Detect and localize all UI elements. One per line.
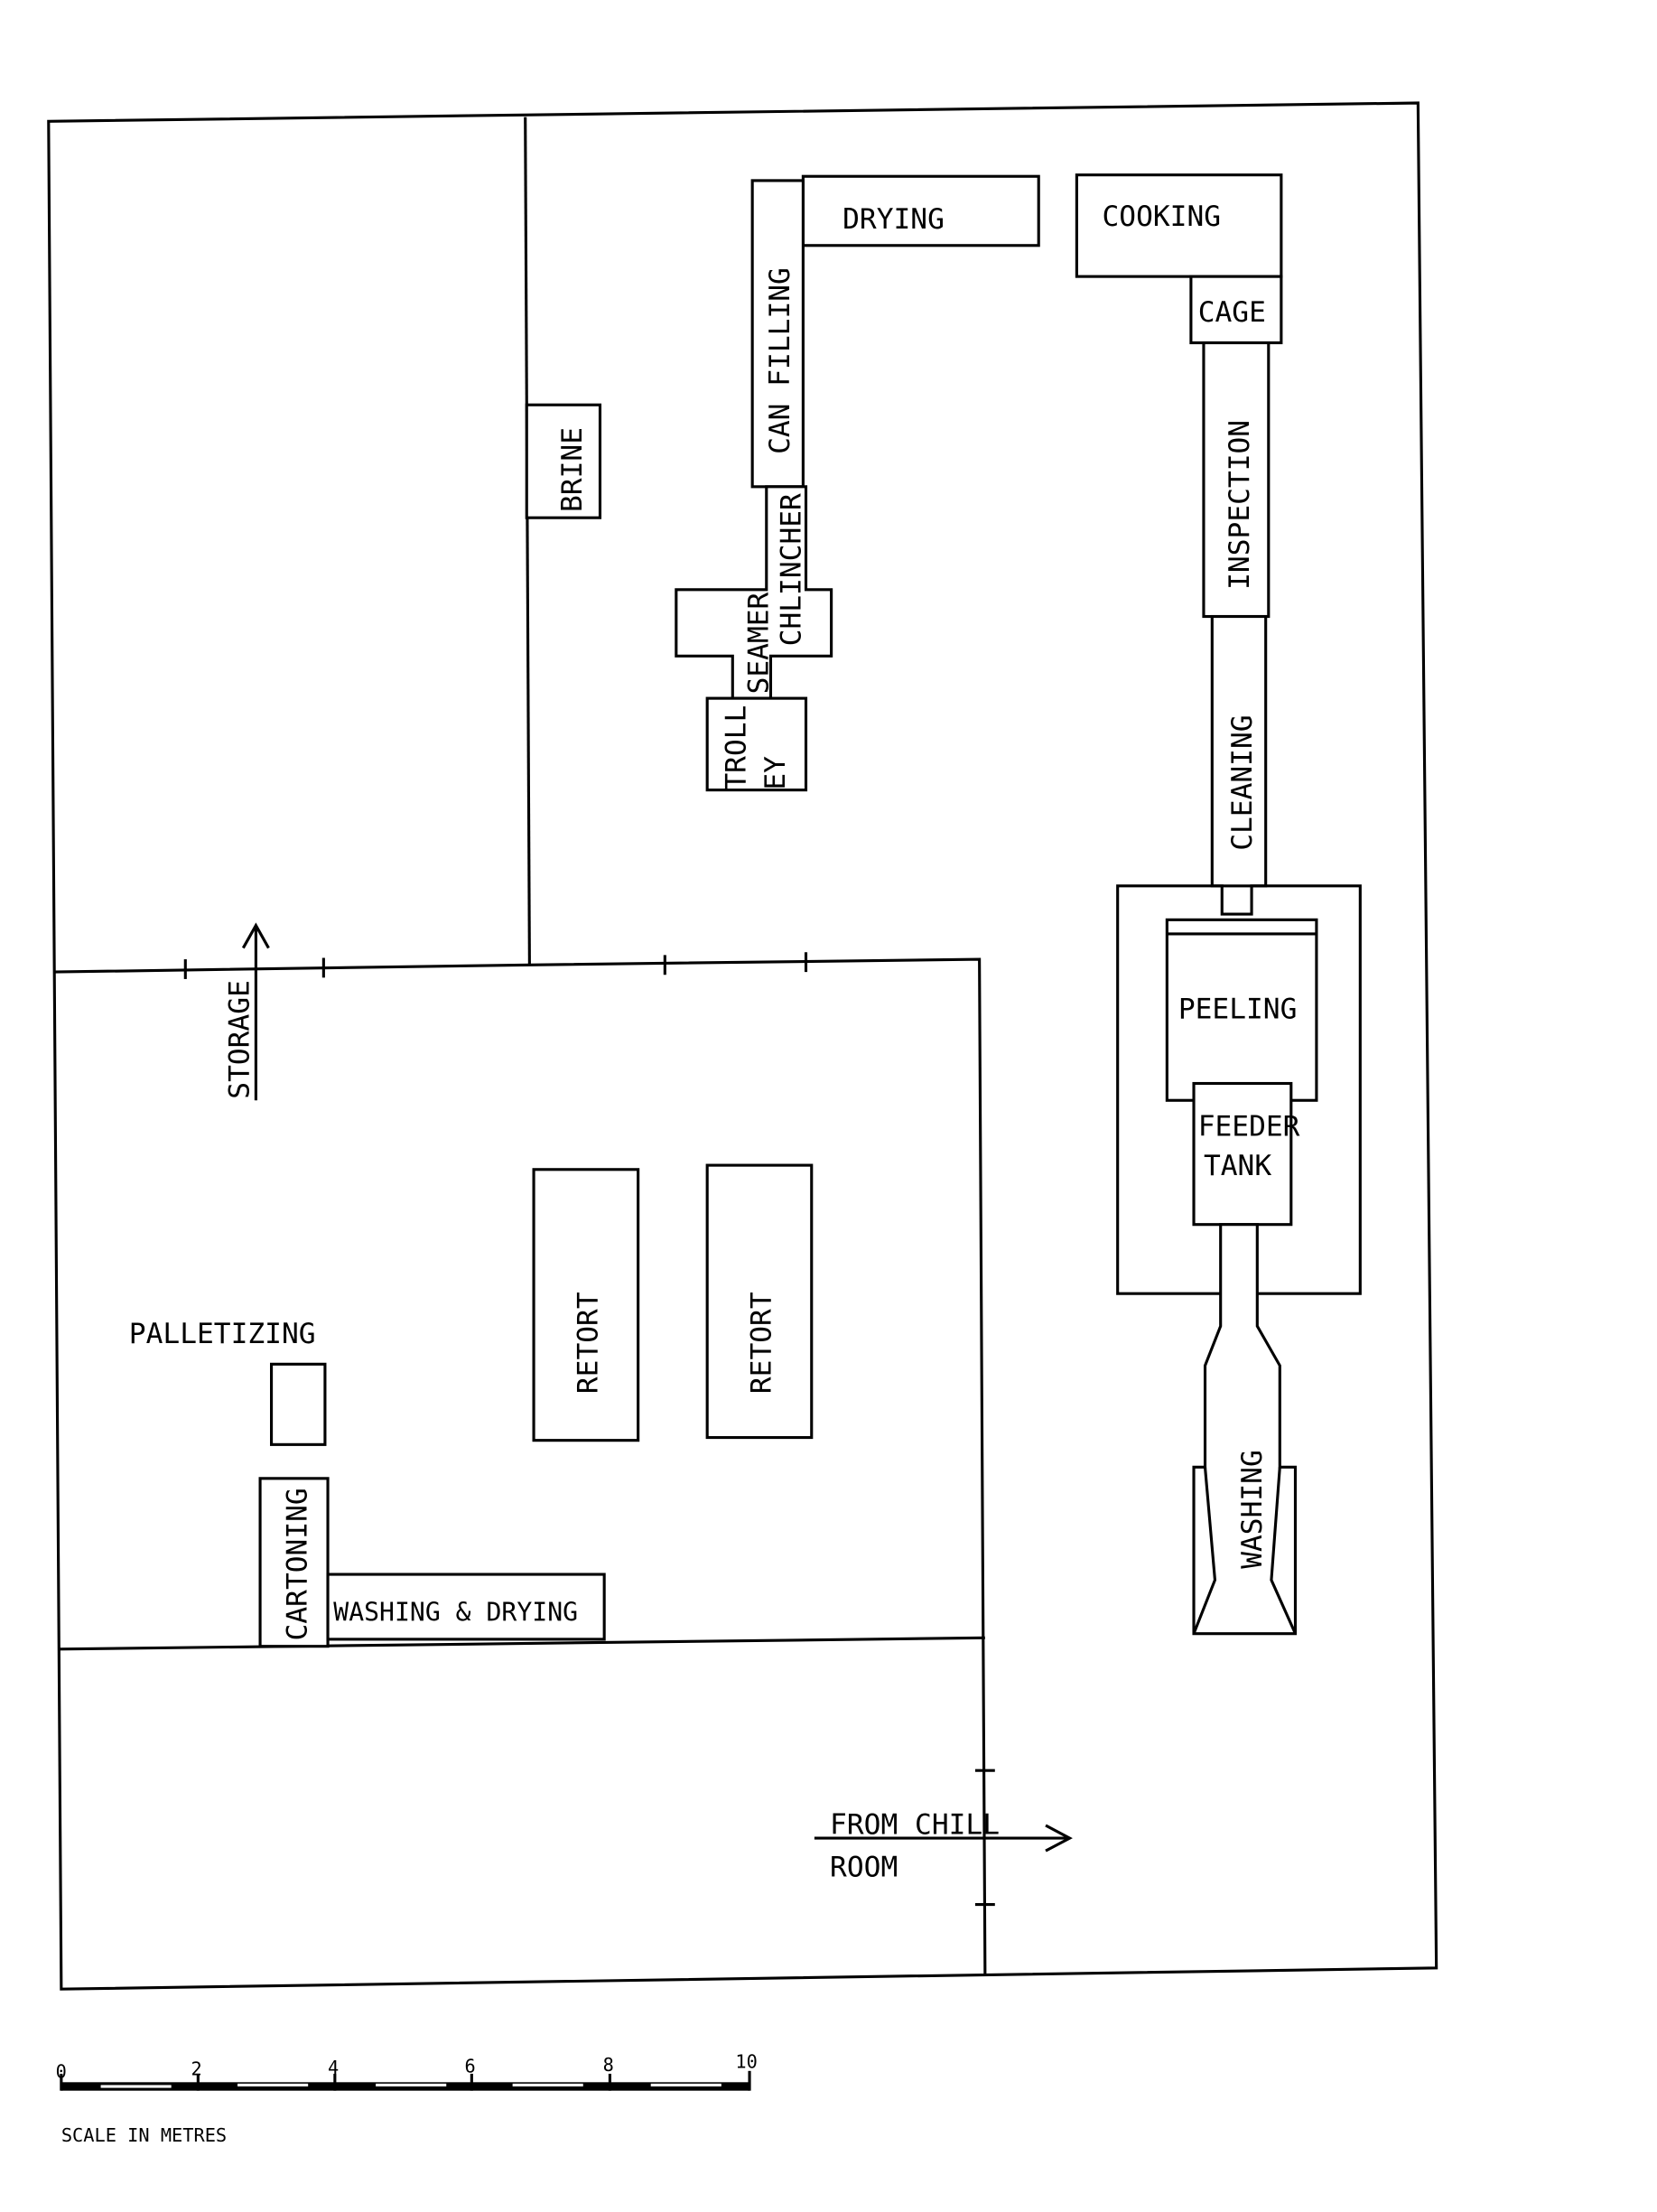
retort-label: RETORT	[745, 1292, 777, 1394]
palletizing-label: PALLETIZING	[129, 1318, 316, 1350]
scale-tick-label: 2	[191, 2058, 202, 2079]
washing-drying-label: WASHING & DRYING	[333, 1598, 578, 1628]
drying-station	[801, 174, 1040, 247]
peeling-label: PEELING	[1178, 994, 1298, 1026]
washing-station	[1192, 1223, 1298, 1636]
cooking-label: COOKING	[1103, 201, 1222, 233]
scale-caption: SCALE IN METRES	[61, 2124, 227, 2146]
outer-wall	[47, 101, 1438, 1991]
cage-station	[1189, 275, 1283, 345]
can-filling-label: CAN FILLING	[764, 267, 796, 454]
palletizing-station	[270, 1362, 327, 1446]
chlincher-label: CHLINCHER	[775, 493, 807, 646]
from-chill-room-label: FROM CHILL	[830, 1808, 1000, 1841]
scale-tick-label: 6	[465, 2055, 476, 2077]
peeling-enclosure	[1116, 884, 1362, 1295]
drying-label: DRYING	[842, 203, 945, 236]
brine-label: BRINE	[556, 427, 589, 512]
washing-drying-station	[326, 1573, 606, 1641]
trolley-label: EY	[759, 756, 792, 790]
storage-label: STORAGE	[224, 980, 256, 1099]
scale-tick-label: 10	[735, 2051, 757, 2073]
cleaning-label: CLEANING	[1226, 714, 1259, 850]
inspection-label: INSPECTION	[1224, 420, 1256, 590]
retort-1	[532, 1168, 640, 1442]
scale-tick-label: 4	[328, 2057, 339, 2078]
washing-label: WASHING	[1236, 1450, 1269, 1569]
scale-tick-label: 8	[603, 2054, 614, 2076]
wall	[54, 957, 987, 1975]
scale-tick-label: 0	[56, 2061, 67, 2083]
trolley-label: TROLL	[720, 705, 752, 790]
retort-2	[705, 1163, 814, 1440]
wall	[524, 117, 531, 966]
cage-label: CAGE	[1198, 296, 1266, 329]
seamer-label: SEAMER	[742, 592, 775, 694]
inspection-station	[1202, 341, 1271, 619]
scale-bar: 0 2 4 6 8 10 SCALE IN METRES	[56, 2051, 758, 2146]
retort-label: RETORT	[572, 1292, 604, 1394]
wall-ticks	[183, 952, 995, 1907]
from-chill-room-label: ROOM	[830, 1851, 898, 1883]
peeling-station	[1165, 918, 1318, 1102]
feeder-tank-label: TANK	[1204, 1150, 1271, 1182]
arrow-up-icon	[241, 922, 270, 949]
cleaning-station	[1210, 614, 1268, 888]
washing-hopper-edge	[1192, 1467, 1217, 1635]
arrow-right-icon	[1045, 1824, 1073, 1853]
wall	[58, 1636, 985, 1651]
cartoning-label: CARTONING	[282, 1488, 314, 1640]
washing-hopper-edge	[1270, 1467, 1297, 1635]
brine-station	[525, 403, 602, 519]
cooking-station	[1075, 173, 1283, 278]
feeder-tank-label: FEEDER	[1198, 1110, 1300, 1143]
feeder-tank	[1192, 1081, 1293, 1227]
trolley-station	[705, 696, 808, 792]
cartoning-station	[258, 1477, 330, 1648]
